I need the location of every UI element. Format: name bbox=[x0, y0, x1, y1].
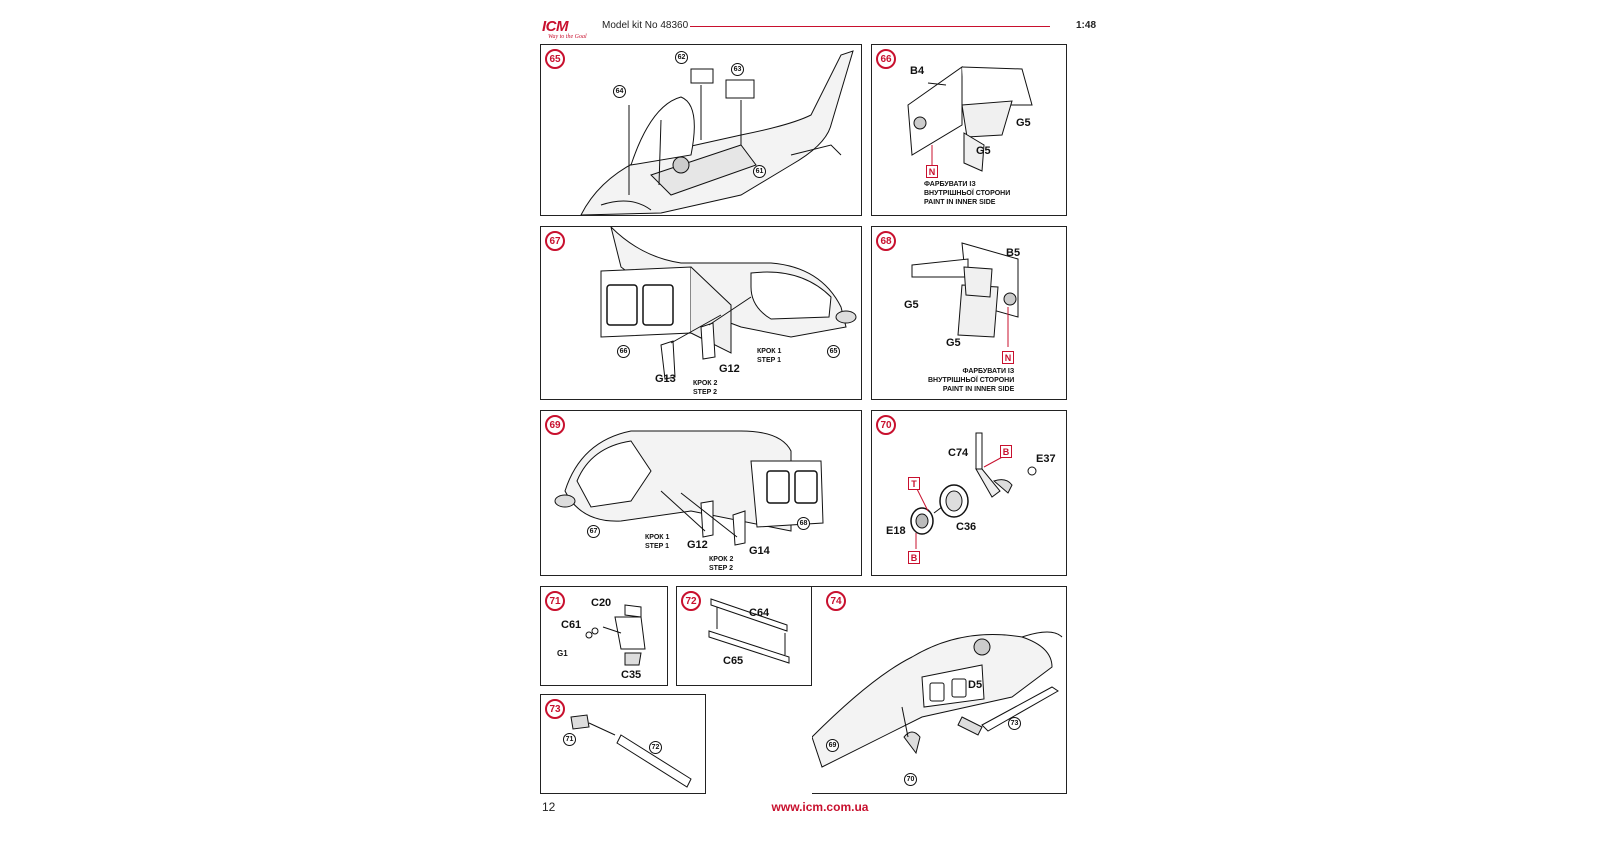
ref-67: 67 bbox=[587, 525, 600, 538]
part-c64: C64 bbox=[749, 607, 770, 619]
step-number: 68 bbox=[876, 231, 896, 251]
part-c74: C74 bbox=[948, 447, 969, 459]
part-g5-lower: G5 bbox=[946, 337, 961, 349]
ref-66: 66 bbox=[617, 345, 630, 358]
step-number: 71 bbox=[545, 591, 565, 611]
gun-mount-drawing bbox=[570, 714, 692, 788]
step1-ua: КРОК 1 bbox=[645, 534, 670, 541]
part-b5: B5 bbox=[1006, 247, 1021, 259]
step2-note: КРОК 2 STEP 2 bbox=[709, 555, 733, 573]
paint-note-line1: ФАРБУВАТИ ІЗ bbox=[924, 181, 976, 188]
panel-step-68: 68 B5 G5 G5 N ФАРБУВАТИ ІЗ ВНУТРІШНЬОЇ С… bbox=[871, 226, 1067, 400]
step1-en: STEP 1 bbox=[757, 357, 781, 364]
paint-note-line1: ФАРБУВАТИ ІЗ bbox=[962, 368, 1015, 375]
helicopter-right-door-drawing bbox=[554, 430, 824, 546]
step-number: 74 bbox=[826, 591, 846, 611]
ref-64: 64 bbox=[613, 85, 626, 98]
panel-step-66: 66 B4 G5 G5 N ФАРБУВАТИ ІЗ ВНУТРІШНЬОЇ С… bbox=[871, 44, 1067, 216]
part-c36: C36 bbox=[956, 521, 977, 533]
paint-code-n: N bbox=[1002, 351, 1014, 364]
step-number: 72 bbox=[681, 591, 701, 611]
page-header: ICM Way to the Goal Model kit No 48360 1… bbox=[540, 14, 1100, 40]
instruction-page: ICM Way to the Goal Model kit No 48360 1… bbox=[540, 0, 1100, 850]
part-g5-left: G5 bbox=[904, 299, 919, 311]
sight-assembly-drawing bbox=[585, 604, 646, 666]
step2-note: КРОК 2 STEP 2 bbox=[693, 379, 717, 397]
part-e37: E37 bbox=[1036, 453, 1056, 465]
step-number: 65 bbox=[545, 49, 565, 69]
part-g12: G12 bbox=[719, 363, 740, 375]
part-c20: C20 bbox=[591, 597, 612, 609]
kit-number: Model kit No 48360 bbox=[602, 20, 689, 31]
panel-step-67: 67 66 65 G12 G13 КРОК 1 STEP 1 КРОК 2 ST… bbox=[540, 226, 862, 400]
header-divider bbox=[690, 26, 1050, 27]
paint-note-line3: PAINT IN INNER SIDE bbox=[942, 386, 1015, 393]
ref-68: 68 bbox=[797, 517, 810, 530]
ref-65: 65 bbox=[827, 345, 840, 358]
ref-69: 69 bbox=[826, 739, 839, 752]
step2-en: STEP 2 bbox=[709, 565, 733, 572]
part-g13: G13 bbox=[655, 373, 676, 385]
wheel-assembly-drawing bbox=[910, 432, 1037, 549]
part-c35: C35 bbox=[621, 669, 642, 681]
helicopter-left-door-drawing bbox=[600, 227, 857, 380]
part-e18: E18 bbox=[886, 525, 906, 537]
ref-70: 70 bbox=[904, 773, 917, 786]
ref-62: 62 bbox=[675, 51, 688, 64]
part-g1: G1 bbox=[557, 649, 568, 658]
rail-assembly-drawing bbox=[708, 598, 790, 664]
door-frame-drawing-right bbox=[911, 242, 1019, 347]
step2-ua: КРОК 2 bbox=[693, 380, 718, 387]
part-g5-right: G5 bbox=[1016, 117, 1031, 129]
paint-code-b-bottom: B bbox=[908, 551, 920, 564]
panel-step-73: 73 71 72 bbox=[540, 694, 706, 794]
ref-71: 71 bbox=[563, 733, 576, 746]
part-g5-lower: G5 bbox=[976, 145, 991, 157]
step-number: 67 bbox=[545, 231, 565, 251]
panel-step-72: 72 C64 C65 bbox=[676, 586, 812, 686]
paint-note: ФАРБУВАТИ ІЗ ВНУТРІШНЬОЇ СТОРОНИ PAINT I… bbox=[928, 367, 1014, 394]
step1-note: КРОК 1 STEP 1 bbox=[757, 347, 781, 365]
paint-note-line3: PAINT IN INNER SIDE bbox=[924, 199, 996, 206]
paint-note: ФАРБУВАТИ ІЗ ВНУТРІШНЬОЇ СТОРОНИ PAINT I… bbox=[924, 180, 1010, 207]
logo-text: ICM bbox=[542, 18, 569, 35]
paint-code-n: N bbox=[926, 165, 938, 178]
scale-label: 1:48 bbox=[1075, 20, 1096, 31]
helicopter-gun-install-drawing bbox=[812, 631, 1063, 768]
step1-note: КРОК 1 STEP 1 bbox=[645, 533, 669, 551]
panel-step-65: 65 62 63 64 61 bbox=[540, 44, 862, 216]
step2-ua: КРОК 2 bbox=[709, 556, 734, 563]
page-number: 12 bbox=[542, 800, 556, 814]
part-g12: G12 bbox=[687, 539, 708, 551]
door-frame-drawing bbox=[907, 66, 1033, 172]
ref-73: 73 bbox=[1008, 717, 1021, 730]
part-d5: D5 bbox=[968, 679, 983, 691]
step-number: 69 bbox=[545, 415, 565, 435]
step2-en: STEP 2 bbox=[693, 389, 717, 396]
panel-step-71: 71 C20 C61 G1 C35 bbox=[540, 586, 668, 686]
step1-en: STEP 1 bbox=[645, 543, 669, 550]
paint-note-line2: ВНУТРІШНЬОЇ СТОРОНИ bbox=[928, 377, 1015, 384]
part-c65: C65 bbox=[723, 655, 744, 667]
step-number: 73 bbox=[545, 699, 565, 719]
ref-63: 63 bbox=[731, 63, 744, 76]
website-link[interactable]: www.icm.com.ua bbox=[771, 800, 869, 814]
icm-logo: ICM Way to the Goal bbox=[542, 18, 602, 46]
step1-ua: КРОК 1 bbox=[757, 348, 782, 355]
part-g14: G14 bbox=[749, 545, 770, 557]
ref-61: 61 bbox=[753, 165, 766, 178]
panel-step-74: 74 D5 73 69 70 bbox=[812, 586, 1067, 794]
paint-code-t: T bbox=[908, 477, 920, 490]
paint-note-line2: ВНУТРІШНЬОЇ СТОРОНИ bbox=[924, 190, 1011, 197]
step-number: 70 bbox=[876, 415, 896, 435]
part-c61: C61 bbox=[561, 619, 582, 631]
paint-code-b-top: B bbox=[1000, 445, 1012, 458]
ref-72: 72 bbox=[649, 741, 662, 754]
logo-tagline: Way to the Goal bbox=[548, 34, 587, 40]
panel-step-70: 70 C74 E37 C36 E18 B T B bbox=[871, 410, 1067, 576]
helicopter-roof-drawing bbox=[580, 50, 854, 215]
panel-step-69: 69 67 68 G12 G14 КРОК 1 STEP 1 КРОК 2 ST… bbox=[540, 410, 862, 576]
part-b4: B4 bbox=[910, 65, 925, 77]
step-number: 66 bbox=[876, 49, 896, 69]
